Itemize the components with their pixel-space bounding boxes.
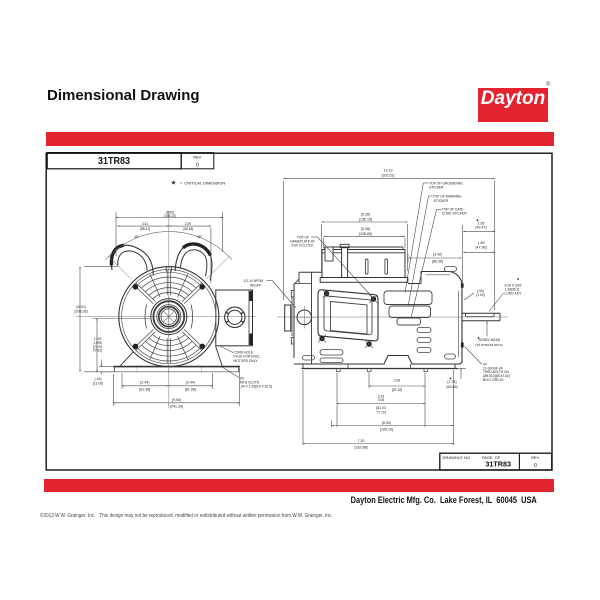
- svg-text:45°: 45°: [134, 235, 140, 239]
- svg-text:7.20: 7.20: [358, 439, 365, 443]
- svg-text:.34 X 1.28[8.6 X 32.5]: .34 X 1.28[8.6 X 32.5]: [240, 385, 272, 389]
- svg-text:BOLT CIRCLE: BOLT CIRCLE: [483, 378, 504, 382]
- svg-text:[165.10]: [165.10]: [380, 427, 393, 431]
- svg-text:0: 0: [534, 463, 537, 469]
- svg-text:REV.: REV.: [531, 455, 540, 460]
- svg-text:[15.8750/15.8613]: [15.8750/15.8613]: [476, 343, 503, 347]
- svg-text:[69.85]: [69.85]: [447, 385, 458, 389]
- svg-text:[136.15]: [136.15]: [359, 217, 372, 221]
- svg-text:DRAWING NO.: DRAWING NO.: [443, 455, 472, 460]
- svg-text:(2.44): (2.44): [140, 380, 149, 384]
- svg-text:[52.32]: [52.32]: [392, 388, 402, 392]
- svg-text:4X: 4X: [483, 363, 488, 367]
- svg-text:9:00 O'CLOCK: 9:00 O'CLOCK: [292, 244, 315, 248]
- svg-text:[47.96]: [47.96]: [476, 245, 487, 249]
- svg-text:MOTORS ONLY: MOTORS ONLY: [234, 359, 259, 363]
- svg-text:[61.98]: [61.98]: [185, 388, 196, 392]
- svg-text:1.38[35.1]: 1.38[35.1]: [505, 288, 520, 292]
- svg-text:[136.65]: [136.65]: [359, 232, 372, 236]
- svg-text:(6.50): (6.50): [382, 421, 391, 425]
- svg-text:CODE STICKER: CODE STICKER: [442, 212, 467, 216]
- svg-text:77.72]: 77.72]: [376, 410, 385, 414]
- svg-text:[81.03: [81.03: [376, 406, 386, 410]
- svg-text:STICKER: STICKER: [429, 186, 444, 190]
- svg-text:1.095: 1.095: [93, 341, 101, 345]
- svg-text:[182.88]: [182.88]: [355, 445, 368, 449]
- svg-text:[11.00]: [11.00]: [93, 381, 103, 385]
- svg-text:[208.28]: [208.28]: [75, 310, 88, 314]
- svg-text:[165.10]: [165.10]: [164, 214, 176, 218]
- svg-text:3.41: 3.41: [142, 222, 148, 226]
- svg-text:1.95: 1.95: [478, 222, 485, 226]
- svg-text:(8.20): (8.20): [76, 305, 85, 309]
- svg-text:TOP OF DATE: TOP OF DATE: [442, 207, 464, 211]
- svg-text:REV.: REV.: [193, 156, 202, 160]
- svg-text:3.06: 3.06: [378, 398, 385, 402]
- svg-text:6X: 6X: [240, 376, 245, 380]
- svg-text:= CRITICAL DIMENSION: = CRITICAL DIMENSION: [180, 180, 225, 185]
- svg-text:[86.61]: [86.61]: [140, 227, 150, 231]
- svg-text:PAGE OF: PAGE OF: [482, 455, 501, 460]
- svg-text:27.81]: 27.81]: [93, 349, 102, 353]
- svg-text:W/CAP: W/CAP: [250, 283, 262, 287]
- svg-text:STICKER: STICKER: [434, 199, 449, 203]
- svg-text:(2.75): (2.75): [447, 380, 456, 384]
- svg-text:[49.47]: [49.47]: [476, 226, 487, 230]
- svg-text:(.43): (.43): [95, 377, 102, 381]
- svg-text:31TR83: 31TR83: [98, 155, 130, 167]
- svg-text:13.13: 13.13: [384, 169, 393, 173]
- svg-text:[61.98]: [61.98]: [139, 388, 150, 392]
- svg-text:45°: 45°: [197, 235, 203, 239]
- svg-text:PLUG FOR ENCL: PLUG FOR ENCL: [234, 355, 261, 359]
- svg-text:31TR83: 31TR83: [485, 460, 511, 469]
- svg-text:0: 0: [196, 162, 199, 168]
- svg-text:(6.50): (6.50): [166, 210, 174, 214]
- svg-text:NAMEPLATE AT: NAMEPLATE AT: [290, 239, 314, 243]
- svg-text:TOP OF WARNING: TOP OF WARNING: [433, 195, 462, 199]
- svg-text:(Ø5.812)[Ø147.62]: (Ø5.812)[Ø147.62]: [483, 374, 510, 378]
- svg-text:LONG KEY: LONG KEY: [505, 292, 523, 296]
- svg-text:[27.94: [27.94: [93, 345, 102, 349]
- svg-text:1.100: 1.100: [93, 337, 101, 341]
- svg-text:(5.36): (5.36): [361, 212, 370, 216]
- svg-text:2.39: 2.39: [185, 222, 191, 226]
- svg-text:[65.66]: [65.66]: [184, 227, 194, 231]
- svg-text:2.06: 2.06: [394, 378, 401, 382]
- svg-text:(2.44): (2.44): [186, 380, 195, 384]
- svg-text:TOP OF: TOP OF: [297, 235, 309, 239]
- svg-text:[241.30]: [241.30]: [170, 405, 183, 409]
- svg-text:3.19: 3.19: [378, 394, 385, 398]
- svg-text:MTG SLOTS: MTG SLOTS: [240, 380, 260, 384]
- svg-text:(3.42): (3.42): [433, 253, 442, 257]
- svg-text:3/16 X 3/16: 3/16 X 3/16: [505, 283, 522, 287]
- svg-text:(9.50): (9.50): [172, 398, 181, 402]
- svg-text:[1.52]: [1.52]: [476, 293, 484, 297]
- svg-text:[333.51]: [333.51]: [382, 174, 395, 178]
- svg-text:[86.36]: [86.36]: [432, 260, 443, 264]
- svg-text:10-32UNF-2A: 10-32UNF-2A: [483, 366, 504, 370]
- svg-text:TOP OF GROUNDING: TOP OF GROUNDING: [429, 181, 463, 185]
- svg-text:1.89: 1.89: [478, 241, 485, 245]
- svg-text:(.06): (.06): [477, 289, 484, 293]
- svg-text:.6250/.6245: .6250/.6245: [478, 338, 500, 342]
- svg-text:THRU-BOLTS ON: THRU-BOLTS ON: [483, 370, 509, 374]
- svg-text:(5.38): (5.38): [361, 227, 370, 231]
- svg-text:1/2-14 NPSM: 1/2-14 NPSM: [244, 279, 264, 283]
- svg-text:CORD HOLE: CORD HOLE: [234, 351, 254, 355]
